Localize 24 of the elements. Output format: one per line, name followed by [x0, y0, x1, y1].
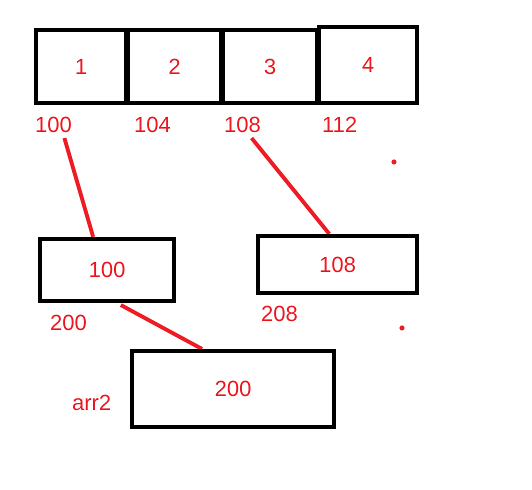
address-text: 108 — [224, 114, 261, 136]
address-text: 200 — [50, 312, 87, 334]
box-value: 2 — [168, 56, 181, 78]
box-value: 1 — [74, 56, 88, 78]
memory-box — [34, 28, 128, 105]
memory-box — [256, 234, 419, 295]
address-text: 112 — [322, 114, 358, 136]
memory-box — [317, 25, 419, 105]
memory-box — [126, 28, 223, 105]
connector-line — [120, 303, 204, 351]
connector-line — [62, 137, 96, 238]
memory-box — [221, 28, 319, 105]
address-text: 208 — [261, 303, 298, 325]
box-value: 200 — [214, 378, 252, 400]
box-value: 3 — [264, 56, 276, 78]
address-text: arr2 — [72, 392, 112, 414]
memory-box — [130, 349, 336, 429]
memory-box — [38, 237, 176, 303]
box-value: 108 — [319, 254, 356, 276]
address-text: 104 — [134, 114, 171, 136]
box-value: 4 — [362, 54, 374, 76]
connector-line — [250, 136, 331, 236]
address-text: 100 — [35, 114, 72, 136]
box-value: 100 — [88, 259, 126, 281]
